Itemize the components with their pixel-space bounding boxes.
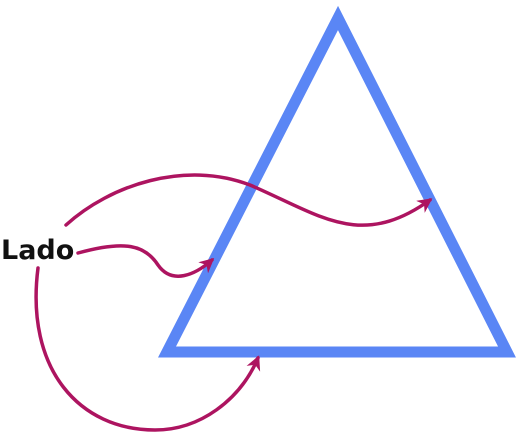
lado-label: Lado xyxy=(1,235,74,266)
arrow-to-left-side xyxy=(76,244,215,278)
arrow-to-right-side xyxy=(64,173,433,227)
arrow-to-bottom-side xyxy=(34,266,261,432)
triangle-shape xyxy=(158,5,516,358)
